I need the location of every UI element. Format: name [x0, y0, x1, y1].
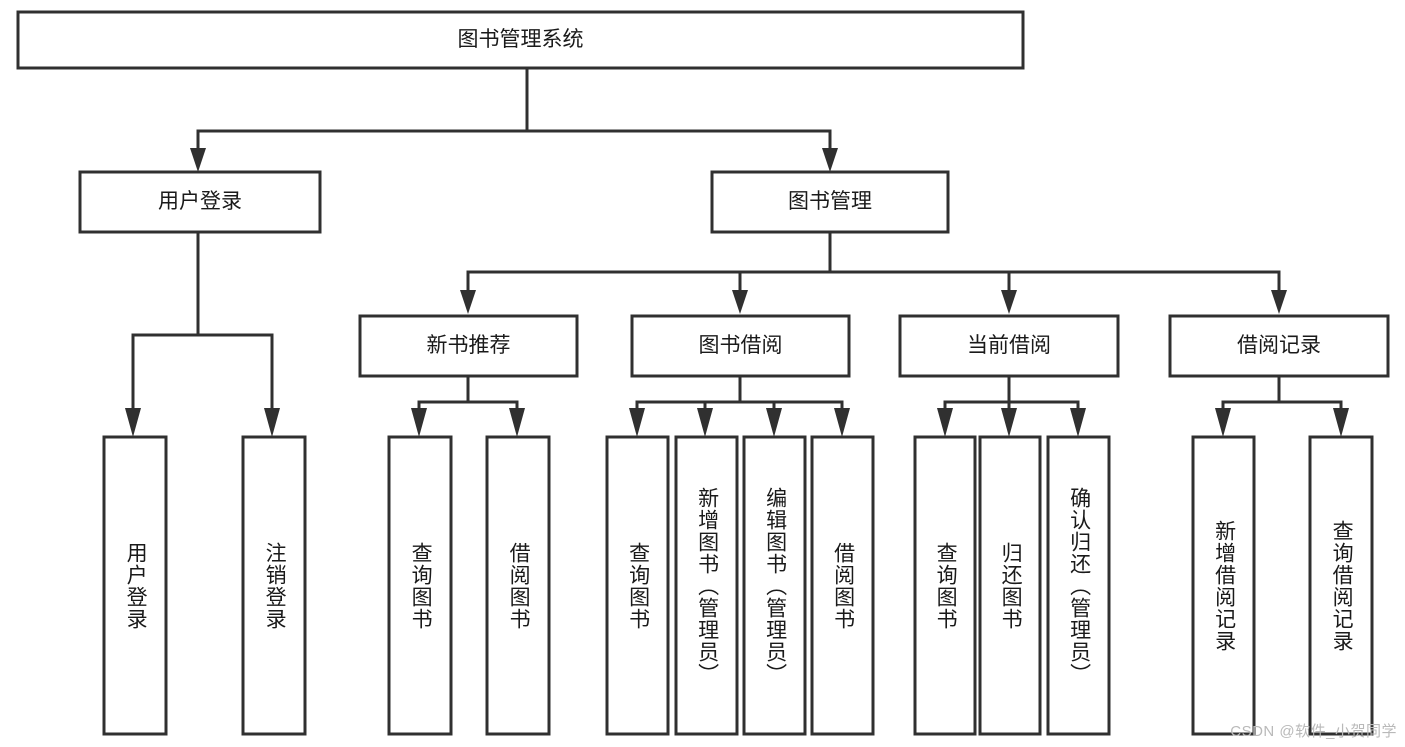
- node-leaf-edit-book[interactable]: [742, 435, 807, 736]
- arrowhead-borrow-record: [1271, 290, 1287, 314]
- node-leaf-add-book[interactable]: [674, 435, 739, 736]
- arrowhead-leaf-logout: [264, 408, 280, 437]
- edge-group-new-book-rec: [411, 374, 525, 437]
- node-leaf-borrow-book-1[interactable]: [485, 435, 551, 736]
- edge-group-current-borrow: [937, 374, 1086, 437]
- node-leaf-logout[interactable]: [241, 435, 307, 736]
- arrowhead-leaf-return-book: [1001, 408, 1017, 437]
- arrowhead-leaf-edit-book: [766, 408, 782, 437]
- arrowhead-leaf-query-book-3: [937, 408, 953, 437]
- node-leaf-return-book[interactable]: [978, 435, 1042, 736]
- node-current-borrow[interactable]: [898, 314, 1120, 378]
- node-leaf-confirm-return[interactable]: [1046, 435, 1111, 736]
- watermark-text: CSDN @软件_小贺同学: [1230, 723, 1397, 740]
- node-leaf-user-login[interactable]: [102, 435, 168, 736]
- arrowhead-leaf-borrow-book-1: [509, 408, 525, 437]
- arrowhead-leaf-user-login: [125, 408, 141, 437]
- arrowhead-leaf-query-record: [1333, 408, 1349, 437]
- edge-group-user-login: [125, 230, 280, 437]
- arrowhead-leaf-add-record: [1215, 408, 1231, 437]
- arrowhead-leaf-confirm-return: [1070, 408, 1086, 437]
- node-leaf-borrow-book-2[interactable]: [810, 435, 875, 736]
- arrowhead-leaf-query-book-2: [629, 408, 645, 437]
- node-book-manage[interactable]: [710, 170, 950, 234]
- edge-group-book-borrow: [629, 374, 850, 437]
- node-new-book-rec[interactable]: [358, 314, 579, 378]
- node-leaf-add-record[interactable]: [1191, 435, 1256, 736]
- node-leaf-query-record[interactable]: [1308, 435, 1374, 736]
- node-borrow-record[interactable]: [1168, 314, 1390, 378]
- node-leaf-query-book-2[interactable]: [605, 435, 670, 736]
- edge-group-borrow-record: [1215, 374, 1349, 437]
- node-book-borrow[interactable]: [630, 314, 851, 378]
- node-leaf-query-book-1[interactable]: [387, 435, 453, 736]
- arrowhead-new-book-rec: [460, 290, 476, 314]
- arrowhead-current-borrow: [1001, 290, 1017, 314]
- arrowhead-user-login: [190, 148, 206, 172]
- arrowhead-book-manage: [822, 148, 838, 172]
- edge-group-book-manage: [460, 230, 1287, 314]
- node-user-login[interactable]: [78, 170, 322, 234]
- node-root[interactable]: [16, 10, 1025, 70]
- arrowhead-leaf-borrow-book-2: [834, 408, 850, 437]
- arrowhead-leaf-query-book-1: [411, 408, 427, 437]
- arrowhead-leaf-add-book: [697, 408, 713, 437]
- arrowhead-book-borrow: [732, 290, 748, 314]
- edge-group-root: [190, 66, 838, 172]
- node-leaf-query-book-3[interactable]: [913, 435, 977, 736]
